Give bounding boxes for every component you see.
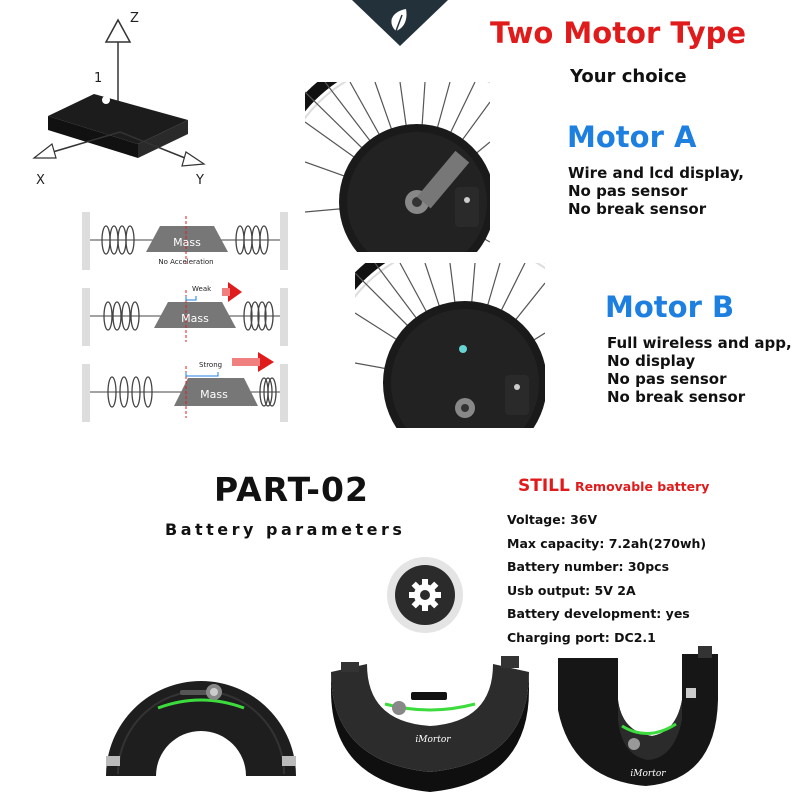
motor-b-feature: No pas sensor: [607, 370, 727, 388]
motor-a-title: Motor A: [567, 120, 697, 154]
leaf-badge: [352, 0, 448, 46]
mass-label: Mass: [181, 312, 209, 325]
battery-param-charging-port: Charging port: DC2.1: [507, 629, 656, 645]
battery-param-voltage: Voltage: 36V: [507, 512, 598, 527]
motor-a-feature: No pas sensor: [568, 182, 688, 200]
part-heading: PART-02: [214, 470, 369, 509]
part-subheading: Battery parameters: [165, 520, 406, 539]
leaf-icon: [391, 9, 407, 32]
mass-row-strong: Mass Strong: [82, 352, 288, 422]
caption-weak: Weak: [192, 285, 212, 293]
brand-logo-text: iMortor: [415, 735, 451, 745]
motor-a-feature: No break sensor: [568, 200, 707, 218]
page-subtitle: Your choice: [570, 66, 687, 87]
axis-z-label: Z: [130, 11, 139, 26]
axis-x-label: X: [36, 173, 45, 188]
accelerometer-axes-diagram: Z 1 X Y: [32, 11, 206, 188]
mass-label: Mass: [173, 236, 201, 249]
battery-image-side: iMortor: [558, 646, 718, 786]
motor-b-features: Full wireless and app, No display No pas…: [607, 334, 792, 406]
removable-battery-heading: STILL Removable battery: [518, 476, 709, 496]
battery-image-angled: iMortor: [331, 656, 529, 792]
battery-param-capacity: Max capacity: 7.2ah(270wh): [507, 535, 707, 551]
battery-image-front: iMortor: [106, 665, 296, 776]
battery-param-number: Battery number: 30pcs: [507, 559, 670, 574]
page-title: Two Motor Type: [490, 16, 747, 50]
motor-b-feature: No display: [607, 352, 696, 370]
battery-param-list: Voltage: 36V Max capacity: 7.2ah(270wh) …: [507, 508, 706, 649]
gear-badge: [387, 557, 463, 633]
brand-logo-text: iMortor: [183, 665, 219, 675]
brand-logo-text: iMortor: [630, 769, 666, 779]
motor-b-feature: No break sensor: [607, 388, 746, 406]
mass-row-weak: Mass Weak: [82, 282, 288, 346]
motor-a-feature: Wire and lcd display,: [568, 164, 744, 182]
battery-param-development: Battery development: yes: [507, 606, 690, 621]
spring-mass-diagram: Mass No Acceleration Mass Weak Mass Stro…: [82, 212, 288, 422]
gear-icon: [409, 579, 441, 611]
axis-y-label: Y: [195, 173, 204, 188]
battery-param-usb: Usb output: 5V 2A: [507, 582, 636, 598]
removable-label: Removable battery: [574, 479, 710, 494]
motor-a-wheel-image: [305, 82, 490, 252]
caption-strong: Strong: [199, 361, 222, 369]
motor-b-wheel-image: [355, 263, 545, 428]
mass-label: Mass: [200, 388, 228, 401]
motor-b-feature: Full wireless and app,: [607, 334, 792, 352]
pin-marker-label: 1: [94, 71, 102, 86]
mass-row-no-acceleration: Mass No Acceleration: [82, 212, 288, 270]
motor-a-features: Wire and lcd display, No pas sensor No b…: [568, 164, 744, 218]
caption-no-acceleration: No Acceleration: [158, 258, 213, 266]
still-label: STILL: [518, 476, 570, 496]
motor-b-title: Motor B: [605, 290, 735, 324]
